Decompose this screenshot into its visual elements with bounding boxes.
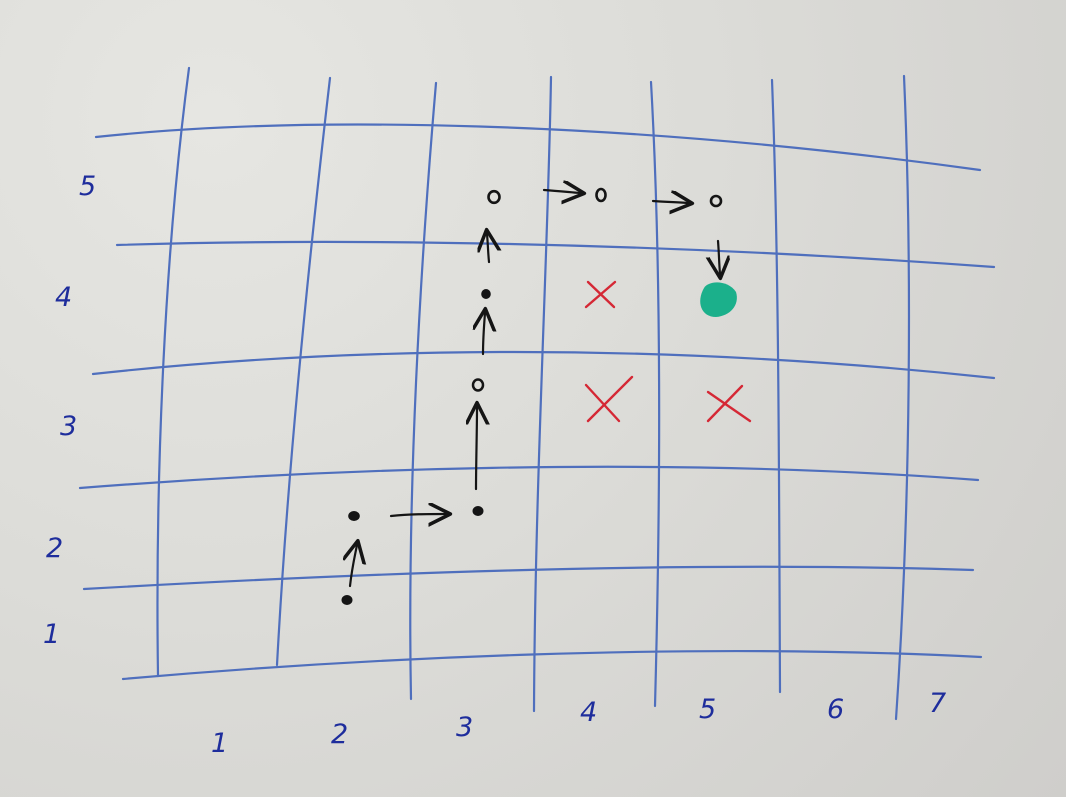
path-arrow-2-1-to-2-2 [350,545,357,588]
grid-horizontal-line-bottom [121,650,983,681]
path-arrow-3-4-to-3-5 [487,234,489,264]
x-axis-label-3: 3 [456,712,473,743]
path-point-3-3 [471,378,485,392]
path-points [341,187,723,605]
path-arrows [350,190,720,588]
grid-horizontal-line-y5-y4 [115,240,996,269]
path-point-3-4 [481,289,491,299]
path-point-2-1 [341,595,353,605]
x-axis-label-6: 6 [827,694,844,725]
path-point-5-5 [709,194,723,208]
path-point-3-2 [472,506,484,516]
y-axis-label-4: 4 [55,282,72,313]
path-arrow-3-2-to-3-3 [476,407,477,491]
path-arrow-3-3-to-3-4 [483,313,485,356]
path-point-2-2 [348,511,360,521]
x-axis-label-4: 4 [580,697,597,728]
grid-vertical-line-right [894,74,911,721]
grid-lines [78,66,996,721]
goal-marker [700,282,737,317]
blocked-cell-5-3 [706,384,752,423]
grid-horizontal-line-y2-y1 [82,565,975,591]
grid-vertical-line-x1-x2 [275,76,332,667]
grid-horizontal-line-top [94,123,982,172]
blocked-cell-4-3 [584,375,634,423]
grid-vertical-line-x5-x6 [770,78,782,694]
grid-vertical-line-x3-x4 [532,75,553,713]
blocked-cell-marks [584,280,752,423]
grid-vertical-line-x4-x5 [649,80,661,708]
path-arrow-4-5-to-5-5 [651,201,688,203]
y-axis-label-3: 3 [60,411,77,442]
y-axis-label-5: 5 [79,171,96,202]
grid-horizontal-line-y3-y2 [78,465,980,490]
path-point-3-5 [487,189,501,205]
grid-horizontal-line-y4-y3 [91,350,996,380]
x-axis-label-2: 2 [331,719,348,750]
x-axis-label-7: 7 [929,688,946,719]
y-axis-label-2: 2 [46,533,63,564]
y-axis-label-1: 1 [43,619,60,650]
path-point-4-5 [595,187,607,203]
blocked-cell-4-4 [584,280,617,309]
path-arrow-3-5-to-4-5 [542,190,580,193]
x-axis-label-5: 5 [699,694,716,725]
x-axis-label-1: 1 [211,728,228,759]
axis-labels: 5 4 3 2 1 1 2 3 4 5 6 7 [43,171,946,759]
path-arrow-2-2-to-3-2 [389,514,446,516]
grid-vertical-line-left [156,66,191,678]
path-arrow-5-5-to-5-4 [718,239,720,274]
grid-vertical-line-x2-x3 [409,81,438,701]
